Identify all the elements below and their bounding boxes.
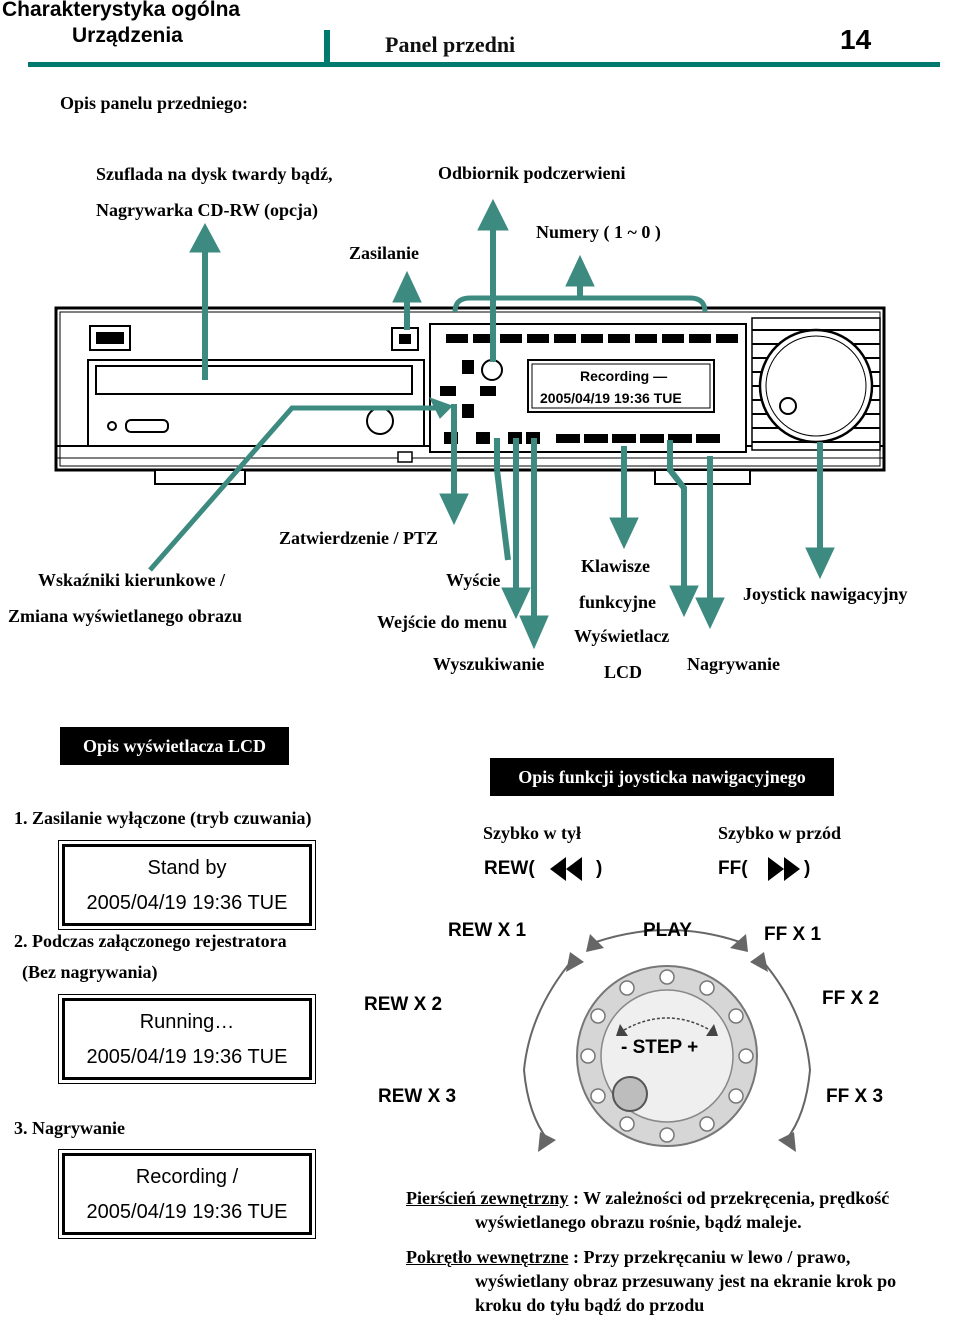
label-drawer-2: Nagrywarka CD-RW (opcja) [96, 200, 319, 220]
note-outer-ring-line2: wyświetlanego obrazu rośnie, bądź maleje… [475, 1212, 802, 1232]
note-outer-ring: Pierścień zewnętrzny : W zależności od p… [406, 1188, 889, 1209]
label-direction-1: Wskaźniki kierunkowe / [38, 570, 226, 590]
intro-heading: Opis panelu przedniego: [60, 93, 249, 113]
header-rule [28, 62, 940, 67]
label-menu: Wejście do menu [377, 612, 507, 632]
rew-symbol-close: ) [596, 858, 603, 879]
step-label: - STEP + [621, 1037, 699, 1058]
note-inner-knob-text: : Przy przekręcaniu w lewo / prawo, [568, 1247, 851, 1267]
lcd-box-standby-line2: 2005/04/19 19:36 TUE [86, 892, 288, 914]
label-record: Nagrywanie [687, 654, 780, 674]
lcd-box-standby-line1: Stand by [147, 857, 227, 879]
page-number: 14 [840, 24, 872, 55]
label-search: Wyszukiwanie [433, 654, 545, 674]
ff-symbol-open: FF( [718, 858, 748, 879]
label-joystick: Joystick nawigacyjny [743, 584, 908, 604]
note-inner-knob-line3: kroku do tyłu bądź do przodu [475, 1295, 705, 1315]
lcd-section-heading: Opis wyświetlacza LCD [60, 727, 289, 765]
label-lcd-2: LCD [604, 662, 643, 682]
note-inner-knob-term: Pokrętło wewnętrzne [406, 1247, 569, 1267]
device-lcd-line2: 2005/04/19 19:36 TUE [540, 390, 682, 406]
lcd-box-recording: Recording / 2005/04/19 19:36 TUE [58, 1149, 316, 1239]
lcd-item-2-line2: (Bez nagrywania) [22, 962, 158, 982]
lcd-item-1: 1. Zasilanie wyłączone (tryb czuwania) [14, 808, 312, 828]
rewind-icon [550, 857, 582, 881]
ff-x1-label: FF X 1 [764, 924, 822, 945]
lcd-box-running-line2: 2005/04/19 19:36 TUE [86, 1046, 288, 1068]
note-outer-ring-term: Pierścień zewnętrzny [406, 1188, 569, 1208]
lcd-item-3: 3. Nagrywanie [14, 1118, 125, 1138]
label-function-2: funkcyjne [579, 592, 657, 612]
label-ptz-text: Zatwierdzenie / PTZ [279, 528, 438, 548]
label-ptz: Zatwierdzenie / PTZ [279, 528, 438, 549]
label-power: Zasilanie [349, 243, 420, 263]
rew-x3-label: REW X 3 [378, 1086, 457, 1107]
note-inner-knob-line2: wyświetlany obraz przesuwany jest na ekr… [475, 1271, 897, 1291]
play-label: PLAY [643, 920, 692, 941]
lcd-box-running: Running… 2005/04/19 19:36 TUE [58, 994, 316, 1084]
lcd-box-running-line1: Running… [139, 1011, 235, 1033]
ff-symbol-close: ) [804, 858, 811, 879]
device-lcd-line1: Recording — [580, 368, 668, 384]
label-drawer-1: Szuflada na dysk twardy bądź, [96, 164, 333, 184]
lcd-box-recording-line1: Recording / [135, 1166, 239, 1188]
note-inner-knob: Pokrętło wewnętrzne : Przy przekręcaniu … [406, 1247, 850, 1268]
rew-x2-label: REW X 2 [364, 994, 443, 1015]
lcd-box-recording-line2: 2005/04/19 19:36 TUE [86, 1201, 288, 1223]
rew-fast-label: Szybko w tył [483, 823, 582, 843]
front-panel-diagram [54, 198, 886, 650]
header-divider [324, 30, 330, 64]
rew-symbol-open: REW( [484, 858, 535, 879]
label-numbers: Numery ( 1 ~ 0 ) [536, 222, 661, 242]
label-direction-2: Zmiana wyświetlanego obrazu [8, 606, 242, 626]
label-ir-receiver: Odbiornik podczerwieni [438, 163, 626, 183]
rew-x1-label: REW X 1 [448, 920, 527, 941]
ff-fast-label: Szybko w przód [718, 823, 842, 843]
ff-x2-label: FF X 2 [822, 988, 880, 1009]
lcd-item-2-line1: 2. Podczas załączonego rejestratora [14, 931, 287, 951]
label-exit: Wyście [446, 570, 501, 590]
section-title-line1: Charakterystyka ogólna [2, 0, 241, 21]
joystick-section-heading: Opis funkcji joysticka nawigacyjnego [490, 758, 834, 796]
fast-forward-icon [768, 857, 800, 881]
note-outer-ring-text: : W zależności od przekręcenia, prędkość [568, 1188, 890, 1208]
label-function-1: Klawisze [581, 556, 650, 576]
page-title: Panel przedni [385, 32, 516, 57]
ff-x3-label: FF X 3 [826, 1086, 884, 1107]
lcd-box-standby: Stand by 2005/04/19 19:36 TUE [58, 840, 316, 930]
label-lcd-1: Wyświetlacz [574, 626, 670, 646]
section-title-line2: Urządzenia [72, 24, 183, 47]
